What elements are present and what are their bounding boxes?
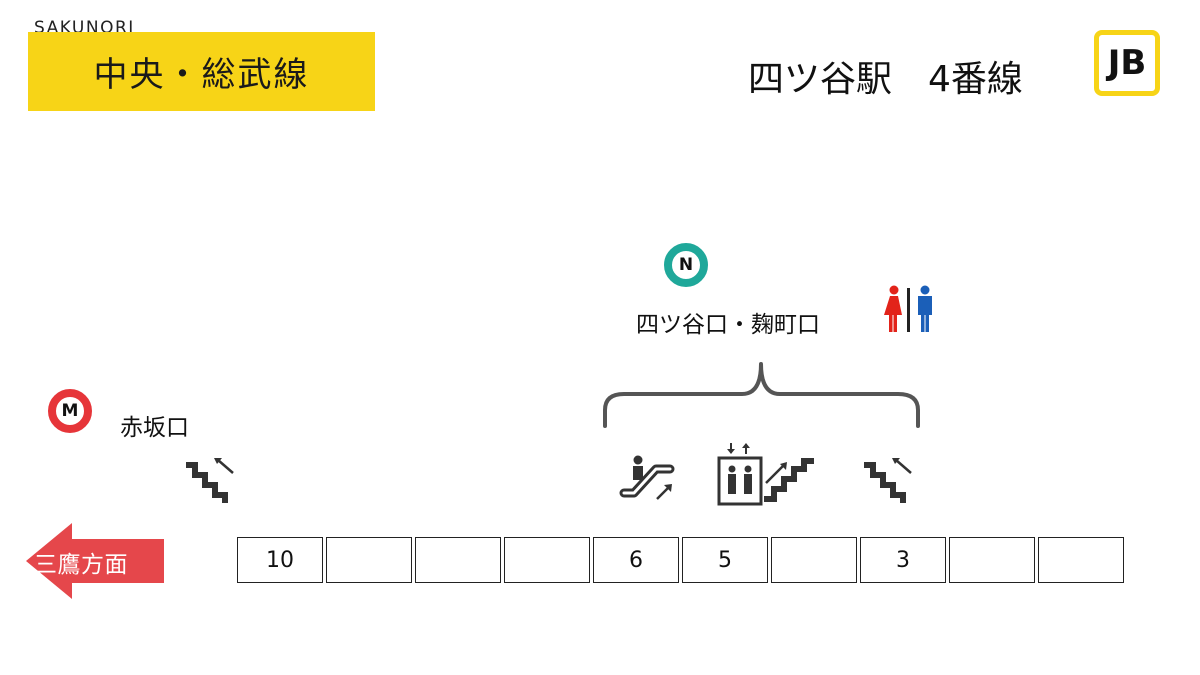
exit-label-yotsuya-kojimachi: 四ツ谷口・麹町口 [636,312,820,338]
train-car-7 [771,537,857,583]
line-name: 中央・総武線 [93,55,310,95]
station-title: 四ツ谷駅 4番線 [748,59,1023,100]
train-car-10 [1038,537,1124,583]
n-exit-badge: N [664,243,708,287]
stairs-icon [764,458,814,502]
direction-arrow [26,523,164,599]
elevator-icon [717,443,763,506]
escalator-up-icon [619,455,675,500]
train-car-8: 3 [860,537,946,583]
line-code-badge: JB [1094,30,1160,96]
restroom-icon [884,285,932,332]
line-name-banner: 中央・総武線 [28,32,375,111]
direction-label: 三鷹方面 [34,552,128,578]
n-badge-letter: N [678,255,694,275]
train-car-4 [504,537,590,583]
train-car-5: 6 [593,537,679,583]
train-car-9 [949,537,1035,583]
exit-label-akasaka: 赤坂口 [120,415,189,441]
train-car-6: 5 [682,537,768,583]
train-car-3 [415,537,501,583]
m-exit-badge: M [48,389,92,433]
stairs-up-icon [864,458,912,503]
exit-brace [603,362,920,428]
stairs-up-icon [186,458,234,503]
train-car-1: 10 [237,537,323,583]
train-car-2 [326,537,412,583]
line-code: JB [1107,43,1147,83]
m-badge-letter: M [61,401,79,421]
